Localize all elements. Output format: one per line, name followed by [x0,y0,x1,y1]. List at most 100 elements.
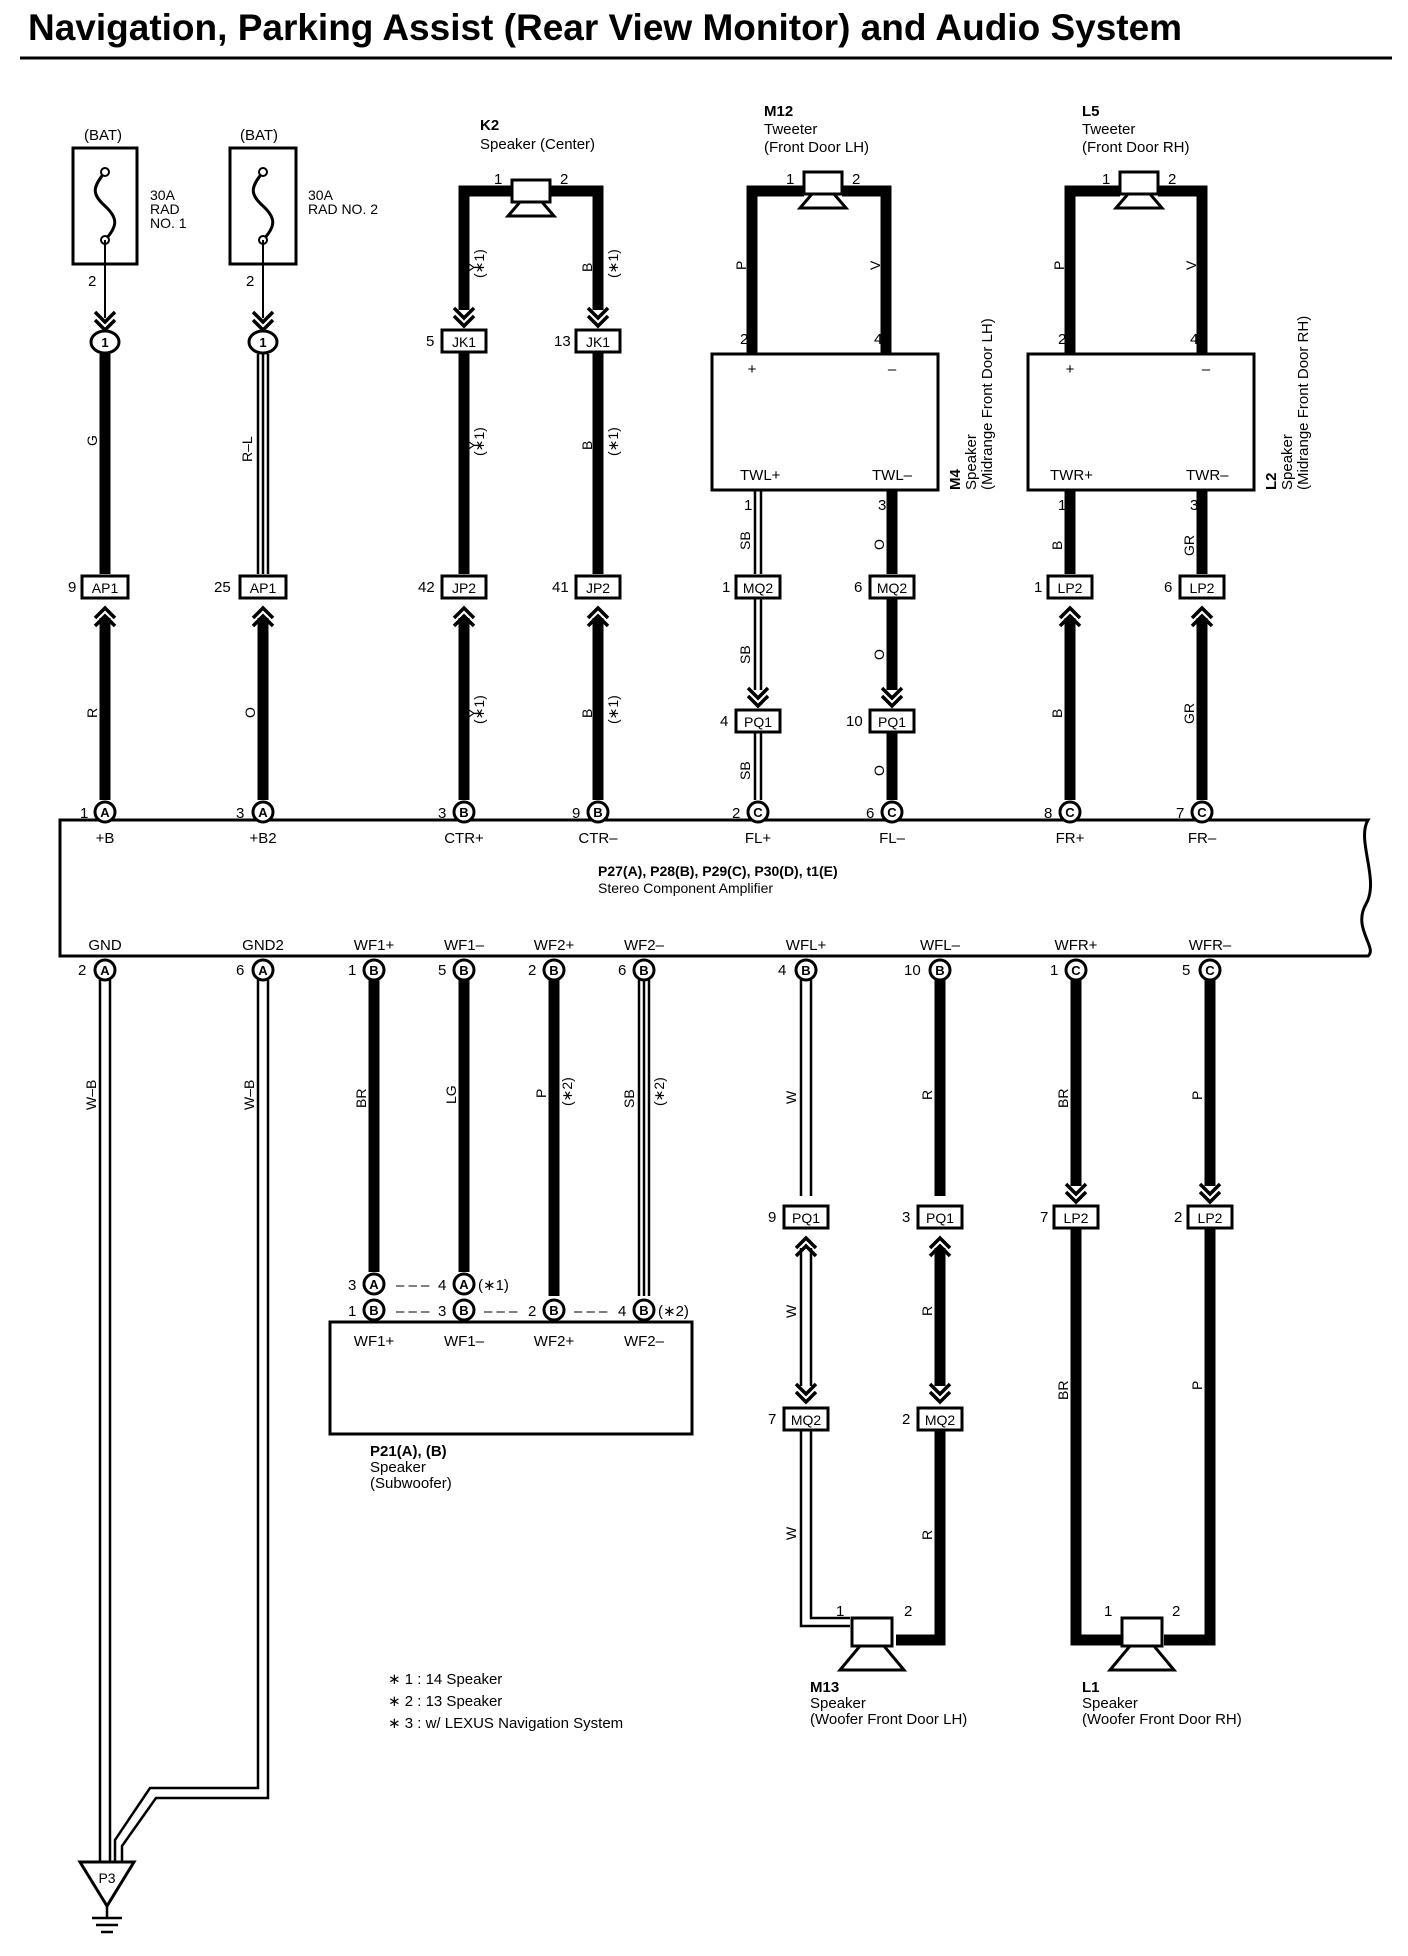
svg-text:K2: K2 [480,117,499,134]
svg-text:(Front Door RH): (Front Door RH) [1082,139,1190,156]
fuse-rating: 30A [308,187,334,203]
svg-text:B: B [639,963,648,978]
svg-text:4: 4 [618,1303,626,1320]
svg-text:Y: Y [465,708,481,718]
svg-text:7: 7 [768,1411,776,1428]
svg-text:R: R [919,1090,935,1100]
svg-text:8: 8 [1044,805,1052,822]
speaker-center-k2: K2 Speaker (Center) 1 2 [458,117,604,310]
svg-text:P3: P3 [98,1870,115,1886]
svg-text:W: W [783,1304,799,1318]
svg-text:BR: BR [1055,1089,1071,1108]
svg-text:L5: L5 [1082,103,1100,120]
svg-text:GR: GR [1181,535,1197,556]
svg-text:6: 6 [618,962,626,979]
speaker-woofer-m13: 1 2 M13 Speaker (Woofer Front Door LH) [810,1603,967,1728]
svg-text:+: + [748,361,757,378]
svg-text:1: 1 [1050,962,1058,979]
svg-text:(∗1): (∗1) [471,427,487,456]
fuse-name: RAD [150,201,180,217]
svg-text:+B2: +B2 [249,830,276,847]
svg-text:6: 6 [854,579,862,596]
svg-text:MQ2: MQ2 [877,580,908,596]
svg-text:6: 6 [866,805,874,822]
amp-terminal-gnd: GND 2 A [78,937,122,982]
connector-lp2-b: 6 LP2 [1164,574,1226,600]
amp-terminal-fl-minus: 6 C FL– [866,800,906,847]
connector-pq1-a: 4 PQ1 [720,708,782,734]
svg-text:42: 42 [418,579,435,596]
stereo-component-amplifier: P27(A), P28(B), P29(C), P30(D), t1(E) St… [58,818,1372,958]
svg-text:3: 3 [236,805,244,822]
svg-text:(Midrange Front Door LH): (Midrange Front Door LH) [979,318,996,490]
svg-text:– – –: – – – [574,1303,608,1320]
svg-text:MQ2: MQ2 [925,1412,956,1428]
svg-text:AP1: AP1 [250,580,277,596]
tweeter-m12: M12 Tweeter (Front Door LH) 1 2 P V 2 4 [733,103,892,354]
svg-text:2: 2 [1172,1603,1180,1620]
svg-text:FR+: FR+ [1056,830,1085,847]
footnote-1: ∗ 1 : 14 Speaker [388,1671,502,1688]
svg-text:CTR–: CTR– [578,830,618,847]
svg-text:2: 2 [560,171,568,188]
svg-text:WFR–: WFR– [1189,937,1232,954]
connector-jk1-b: 13 JK1 [554,328,622,354]
svg-text:WF1–: WF1– [444,937,485,954]
svg-text:7: 7 [1176,805,1184,822]
svg-text:Y: Y [465,440,481,450]
svg-text:(∗1): (∗1) [478,1277,509,1294]
amp-terminal-ctr-plus: 3 B CTR+ [438,800,484,847]
woofer-lh-wires: W R [783,980,946,1196]
svg-text:BR: BR [353,1089,369,1108]
amp-bottom-terminals: GND 2 A GND2 6 A WF1+ 1 B WF1– 5 B WF2+ … [78,937,1232,982]
svg-text:1: 1 [494,171,502,188]
svg-text:GND: GND [88,937,122,954]
amp-terminal-b-plus: 1 A +B [80,800,117,847]
fuse-source-label: (BAT) [84,127,122,144]
fuse-icon [251,171,275,242]
fuse-rad-no2: (BAT) 30A RAD NO. 2 2 [228,127,378,290]
svg-text:TWL–: TWL– [872,467,913,484]
svg-text:(∗2): (∗2) [651,1077,667,1106]
svg-text:Stereo Component Amplifier: Stereo Component Amplifier [598,880,773,896]
svg-text:A: A [258,805,268,820]
svg-text:B: B [459,963,468,978]
svg-text:5: 5 [438,962,446,979]
svg-text:A: A [369,1277,379,1292]
amp-top-terminals: 1 A +B 3 A +B2 3 B CTR+ 9 B CTR– 2 C FL+ [80,800,1217,847]
svg-text:(∗2): (∗2) [658,1303,689,1320]
svg-text:SB: SB [737,531,753,550]
fuse-rating: 30A [150,187,176,203]
wire-color-label: O [242,707,258,718]
connector-mq2-d: 2 MQ2 [902,1406,964,1432]
svg-text:LP2: LP2 [1190,580,1215,596]
amp-terminal-wfr-minus: WFR– 5 C [1182,937,1232,982]
svg-text:3: 3 [438,805,446,822]
ground-icon [77,1860,137,1909]
amp-terminal-wfl-minus: WFL– 10 B [904,937,961,982]
wire-color-label: G [84,435,100,446]
amp-terminal-wf2-minus: WF2– 6 B [618,937,665,982]
connector-lp2-a: 1 LP2 [1034,574,1094,600]
svg-text:L1: L1 [1082,1679,1100,1696]
svg-text:2: 2 [78,962,86,979]
tweeter-l5: L5 Tweeter (Front Door RH) 1 2 P V 2 4 [1051,103,1208,354]
svg-text:–: – [1202,361,1211,378]
svg-text:9: 9 [572,805,580,822]
svg-text:(∗1): (∗1) [471,249,487,278]
svg-text:10: 10 [846,713,863,730]
connector-mq2-c: 7 MQ2 [768,1406,830,1432]
svg-text:–: – [888,361,897,378]
svg-text:2: 2 [732,805,740,822]
svg-text:PQ1: PQ1 [878,714,906,730]
svg-text:1: 1 [1058,497,1066,514]
fuse-name: RAD NO. 2 [308,201,378,217]
junction-oval [247,329,279,355]
speaker-midrange-l2: + – TWR+ TWR– L2 Speaker (Midrange Front… [1026,316,1312,514]
svg-text:– – –: – – – [396,1277,430,1294]
svg-text:2: 2 [528,1303,536,1320]
svg-text:WF2–: WF2– [624,937,665,954]
svg-text:1: 1 [744,497,752,514]
svg-text:9: 9 [768,1209,776,1226]
amp-terminal-gnd2: GND2 6 A [236,937,284,982]
